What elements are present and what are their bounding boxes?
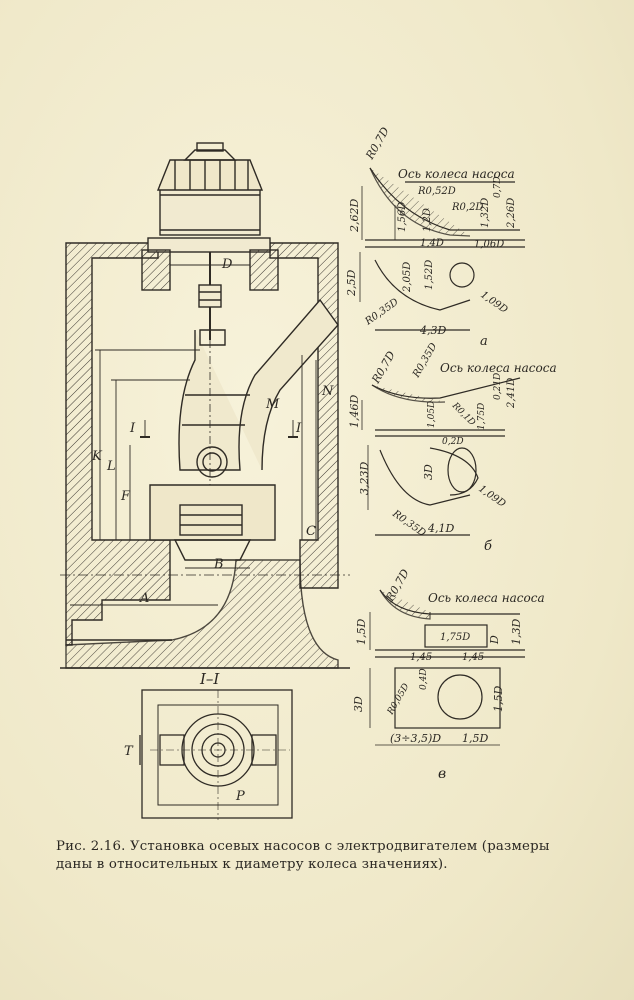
detail-v-d2: 1,75D [440,632,470,643]
detail-b-d10: 4,1D [427,522,454,535]
detail-b-letter: б [484,539,492,554]
label-d: D [221,257,233,272]
detail-b-d8: 3D [422,464,435,480]
label-m: M [265,397,280,412]
detail-v-letter: в [438,766,446,782]
detail-v-d9: 1,5D [492,686,505,712]
detail-a-r2: R0,52D [417,186,456,197]
detail-v-d1: 1,5D [355,619,368,645]
detail-b-d7: 3,23D [358,462,371,495]
detail-b-d1: 1,46D [348,395,361,428]
figure-drawing: D M N K L F C B A I I I–I T P [60,125,557,820]
detail-a-d1: 2,62D [348,199,361,233]
detail-a-r1: R0,7D [363,125,392,162]
detail-b-d2: 1,05D [427,401,437,428]
detail-a-d3: 1,2D [422,208,433,232]
detail-a-r3: R0,35D [363,297,401,328]
section-label-t: T [124,744,134,759]
detail-v-d6: 1,45 [462,652,484,663]
detail-b-r2: R0,35D [411,341,440,380]
detail-a-r4: R0,2D [451,202,483,213]
section-title: I–I [199,670,220,688]
electric-motor [141,142,279,291]
detail-a-d2: 1,56D [397,202,408,232]
detail-a-d12: 1,09D [478,289,509,315]
detail-a-labels: R0,7D Ось колеса насоса R0,52D R0,2D 2,6… [345,125,517,349]
detail-v-d5: 1,45 [410,652,432,663]
pump-station-section [60,142,350,669]
detail-b-d9: 1,09D [476,483,507,509]
detail-a-d9: 2,5D [345,270,358,297]
detail-b-r3: R0,1D [449,400,477,428]
detail-b-d4: 1,75D [477,403,487,430]
label-b: B [213,557,224,572]
label-l: L [106,459,116,474]
discharge-elbow [178,298,339,471]
label-k: K [91,449,103,464]
detail-v-labels: R0,7D Ось колеса насоса 1,5D 1,75D 1,3D … [352,567,545,782]
label-n: N [321,384,334,399]
detail-a-d4: 1,32D [480,198,491,228]
detail-a-d10: 2,05D [402,262,413,293]
label-a: A [139,591,149,606]
section-mark-left: I [129,421,136,436]
detail-v-d7: 3D [352,696,365,712]
detail-b-d6: 2,41D [506,378,517,409]
detail-v-d10: (3÷3,5)D [390,732,441,745]
detail-a-d11: 1,52D [424,260,435,290]
detail-b-d5: 0,21D [493,373,503,400]
detail-v-r2: R0,05D [385,682,411,717]
figure-caption: Рис. 2.16. Установка осевых насосов с эл… [56,839,550,872]
detail-a-d6: 0,7D [493,176,503,198]
detail-a-d5: 2,26D [506,198,517,229]
detail-b-drawing [361,377,521,536]
detail-b-axis: Ось колеса насоса [440,361,557,375]
detail-b-labels: R0,7D R0,35D Ось колеса насоса R0,1D 1,4… [348,341,557,554]
detail-v-d3: 1,3D [510,619,523,645]
detail-b-d3: 0,2D [442,437,464,447]
detail-v-d8: 0,4D [419,668,429,690]
label-c: C [306,524,316,539]
detail-v-d11: 1,5D [462,732,488,745]
detail-b-r1: R0,7D [369,349,398,386]
section-mark-right: I [295,421,302,436]
detail-a-axis: Ось колеса насоса [398,167,515,181]
detail-v-axis: Ось колеса насоса [428,591,545,605]
section-label-p: P [235,789,245,804]
detail-a-d13: 4,3D [419,324,446,337]
detail-a-drawing [359,167,525,331]
detail-a-d8: 1,06D [474,239,504,250]
main-dimension-labels: D M N K L F C B A I I [91,257,334,606]
label-f: F [120,489,131,504]
detail-a-letter: а [480,334,488,349]
detail-a-d7: 1,4D [420,238,444,249]
detail-v-drawing [369,589,525,746]
section-view [139,689,293,820]
detail-v-d4: D [488,635,501,645]
